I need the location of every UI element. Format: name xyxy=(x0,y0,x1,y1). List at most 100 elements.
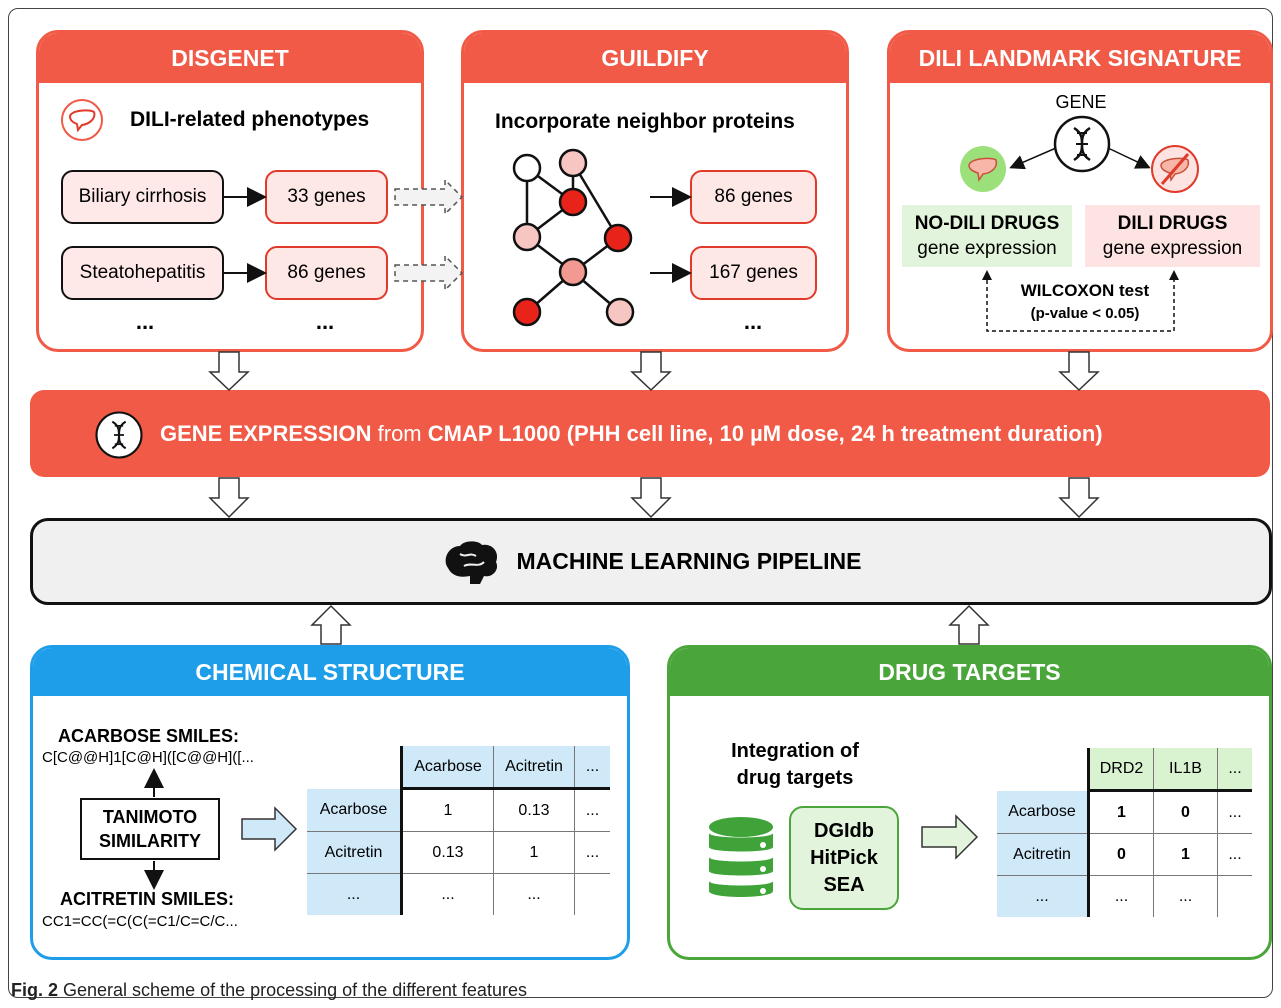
phenotype-biliary: Biliary cirrhosis xyxy=(61,170,224,224)
tanimoto-label: TANIMOTO SIMILARITY xyxy=(99,807,201,851)
arrow-chem-matrix xyxy=(241,806,298,852)
ellipsis-left: ... xyxy=(135,309,155,334)
ml-label: MACHINE LEARNING PIPELINE xyxy=(516,548,862,574)
source-dgidb: DGIdb xyxy=(814,820,874,842)
matrix-cell: 1 xyxy=(1117,803,1126,821)
col-header: ... xyxy=(574,746,610,790)
matrix-cell: ... xyxy=(493,873,575,915)
sources-box: DGIdb HitPick SEA xyxy=(789,806,899,910)
expr-part3: CMAP L1000 (PHH cell line, 10 µM dose, 2… xyxy=(427,420,1103,446)
landmark-title: DILI LANDMARK SIGNATURE xyxy=(890,33,1270,83)
guildify-title: GUILDIFY xyxy=(464,33,846,83)
matrix-cell xyxy=(574,873,610,915)
targets-title: DRUG TARGETS xyxy=(670,648,1269,696)
arrow-gene-healthy xyxy=(1009,147,1057,170)
ellipsis-right: ... xyxy=(315,309,335,334)
figure-frame xyxy=(8,8,1273,998)
col-header: DRD2 xyxy=(1087,748,1154,792)
tanimoto-box: TANIMOTO SIMILARITY xyxy=(80,798,220,860)
down-arrow-expr-3 xyxy=(1058,477,1100,519)
up-arrow-targets xyxy=(948,604,990,645)
dashed-arrow-1 xyxy=(394,178,464,216)
row-header: ... xyxy=(997,875,1090,917)
up-arrow-chemical xyxy=(310,604,352,645)
ml-pipeline-box: MACHINE LEARNING PIPELINE xyxy=(30,518,1272,605)
chemical-matrix: Acarbose Acitretin ... Acarbose 1 0.13 .… xyxy=(307,746,610,915)
dili-box: DILI DRUGS gene expression xyxy=(1085,205,1260,267)
arrow-gene-dili xyxy=(1107,147,1151,169)
dili-sub: gene expression xyxy=(1102,238,1243,259)
col-header: Acitretin xyxy=(493,746,575,790)
figure-caption: Fig. 2 General scheme of the processing … xyxy=(11,980,527,1001)
healthy-liver-icon xyxy=(960,146,1006,192)
gene-label: GENE xyxy=(1055,92,1107,112)
row-header: ... xyxy=(307,873,403,915)
row-header: Acarbose xyxy=(307,788,403,832)
matrix-cell: ... xyxy=(401,873,494,915)
col-header: IL1B xyxy=(1153,748,1218,792)
gene-expression-bar: GENE EXPRESSION from CMAP L1000 (PHH cel… xyxy=(30,390,1270,477)
matrix-cell: 0 xyxy=(1088,833,1154,876)
matrix-cell: 1 xyxy=(493,831,575,874)
landmark-panel: DILI LANDMARK SIGNATURE xyxy=(887,30,1273,352)
down-arrow-guildify xyxy=(630,351,672,392)
matrix-cell: 0 xyxy=(1153,790,1218,834)
matrix-cell: 1 xyxy=(1153,833,1218,876)
source-hitpick: HitPick xyxy=(810,847,878,869)
genes-box-33: 33 genes xyxy=(265,170,388,224)
smiles1-label: ACARBOSE SMILES: xyxy=(58,726,240,746)
matrix-cell xyxy=(1217,875,1252,917)
dashed-arrow-2 xyxy=(394,254,464,292)
dna-icon-bar xyxy=(95,411,143,459)
caption-fig: Fig. 2 xyxy=(11,980,59,1000)
no-dili-box: NO-DILI DRUGS gene expression xyxy=(902,205,1072,267)
wilcoxon-label: WILCOXON test xyxy=(1020,281,1150,300)
brain-icon xyxy=(440,538,502,586)
caption-text: General scheme of the processing of the … xyxy=(58,980,527,1000)
matrix-cell: ... xyxy=(1153,875,1218,917)
matrix-cell: 1 xyxy=(443,801,453,819)
down-arrow-disgenet xyxy=(208,351,250,392)
row-header: Acarbose xyxy=(997,790,1090,834)
integration-label: Integration of drug targets xyxy=(731,740,859,789)
arrow-targets-matrix xyxy=(921,814,979,860)
matrix-cell: ... xyxy=(1217,790,1252,834)
damaged-liver-icon xyxy=(1151,145,1199,193)
row-header: Acitretin xyxy=(997,833,1090,876)
genes-box-86: 86 genes xyxy=(265,246,388,300)
matrix-cell: ... xyxy=(1217,833,1252,876)
smiles2-value: CC1=CC(=C(C(=C1/C=C/C... xyxy=(42,913,238,930)
guildify-genes-167: 167 genes xyxy=(690,246,817,300)
guildify-subtitle: Incorporate neighbor proteins xyxy=(495,110,795,133)
row-header: Acitretin xyxy=(307,831,403,874)
down-arrow-expr-1 xyxy=(208,477,250,519)
phenotype-steatohepatitis: Steatohepatitis xyxy=(61,246,224,300)
guildify-ellipsis: ... xyxy=(743,309,763,334)
expr-part1: GENE EXPRESSION xyxy=(160,420,372,446)
matrix-cell: ... xyxy=(574,831,610,874)
wilcoxon-dashed-bracket xyxy=(986,273,1175,332)
smiles2-label: ACITRETIN SMILES: xyxy=(60,889,234,909)
disgenet-subtitle: DILI-related phenotypes xyxy=(130,108,370,131)
col-header: Acarbose xyxy=(400,746,494,790)
protein-network xyxy=(512,148,635,327)
dna-icon xyxy=(1053,115,1111,173)
pvalue-label: (p-value < 0.05) xyxy=(1030,305,1140,322)
disgenet-title: DISGENET xyxy=(39,33,421,83)
chemical-title: CHEMICAL STRUCTURE xyxy=(33,648,627,696)
down-arrow-expr-2 xyxy=(630,477,672,519)
expr-part2: from xyxy=(371,420,428,446)
smiles1-value: C[C@@H]1[C@H]([C@@H]([... xyxy=(42,749,254,766)
database-icon xyxy=(709,817,773,897)
liver-icon xyxy=(61,99,103,141)
matrix-cell: 0.13 xyxy=(493,788,575,832)
no-dili-title: NO-DILI DRUGS xyxy=(914,213,1060,234)
col-header: ... xyxy=(1217,748,1252,792)
source-sea: SEA xyxy=(823,874,865,896)
down-arrow-landmark xyxy=(1058,351,1100,392)
targets-matrix: DRD2 IL1B ... Acarbose 1 0 ... Acitretin… xyxy=(997,748,1252,917)
matrix-cell: ... xyxy=(574,788,610,832)
guildify-genes-86: 86 genes xyxy=(690,170,817,224)
matrix-cell: ... xyxy=(1088,875,1154,917)
